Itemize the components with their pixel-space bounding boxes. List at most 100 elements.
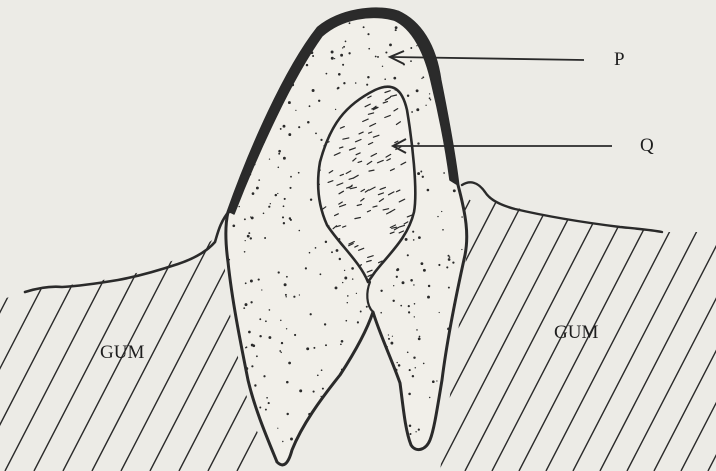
stipple-dot <box>290 176 292 178</box>
stipple-dot <box>286 381 289 384</box>
stipple-dot <box>245 282 247 284</box>
stipple-dot <box>247 24 249 26</box>
stipple-dot <box>368 48 370 50</box>
stipple-dot <box>389 44 392 47</box>
stipple-dot <box>318 100 320 102</box>
stipple-dot <box>335 409 337 411</box>
stipple-dot <box>289 18 291 20</box>
stipple-dot <box>222 457 224 459</box>
stipple-dot <box>309 252 311 254</box>
stipple-dot <box>410 47 412 49</box>
stipple-dot <box>469 314 470 315</box>
stipple-dot <box>298 172 300 174</box>
stipple-dot <box>309 105 311 107</box>
stipple-dot <box>336 407 337 408</box>
stipple-dot <box>432 380 435 383</box>
stipple-dot <box>348 52 350 54</box>
stipple-dot <box>315 247 317 249</box>
stipple-dot <box>418 236 421 239</box>
stipple-dot <box>285 294 287 296</box>
hatch-line <box>654 200 716 471</box>
stipple-dot <box>254 384 256 386</box>
stipple-dot <box>398 458 399 459</box>
stipple-dot <box>354 438 355 439</box>
stipple-dot <box>325 344 327 346</box>
stipple-dot <box>326 73 328 75</box>
stipple-dot <box>345 320 347 322</box>
stipple-dot <box>227 391 229 393</box>
stipple-dot <box>367 33 369 35</box>
stipple-dot <box>251 131 253 133</box>
stipple-dot <box>256 91 257 92</box>
stipple-dot <box>455 128 458 131</box>
stipple-dot <box>259 407 261 409</box>
stipple-dot <box>288 133 291 136</box>
stipple-dot <box>290 438 293 441</box>
stipple-dot <box>285 62 286 63</box>
stipple-dot <box>349 462 350 463</box>
stipple-dot <box>265 409 267 411</box>
stipple-dot <box>230 305 231 306</box>
stipple-dot <box>222 109 224 111</box>
stipple-dot <box>297 30 299 32</box>
stipple-dot <box>418 429 420 431</box>
stipple-dot <box>419 336 421 338</box>
stipple-dot <box>446 64 448 66</box>
stipple-dot <box>321 369 323 371</box>
stipple-dot <box>228 291 229 292</box>
stipple-dot <box>469 438 471 440</box>
stipple-dot <box>421 78 422 79</box>
stipple-dot <box>299 294 300 295</box>
hatch-line <box>0 200 58 471</box>
stipple-dot <box>283 125 286 128</box>
stipple-dot <box>228 113 230 115</box>
stipple-dot <box>251 344 254 347</box>
stipple-dot <box>248 331 251 334</box>
stipple-dot <box>347 295 349 297</box>
stipple-dot <box>221 119 224 122</box>
stipple-dot <box>232 224 235 227</box>
stipple-dot <box>408 311 410 313</box>
stipple-dot <box>232 46 235 49</box>
stipple-dot <box>307 121 310 124</box>
hatch-line <box>92 200 232 471</box>
stipple-dot <box>288 362 291 365</box>
stipple-dot <box>326 425 328 427</box>
stipple-dot <box>417 142 419 144</box>
stipple-dot <box>384 78 386 80</box>
stipple-dot <box>283 205 285 207</box>
stipple-dot <box>246 346 248 348</box>
stipple-dot <box>252 429 254 431</box>
stipple-dot <box>286 328 287 329</box>
stipple-dot <box>225 374 226 375</box>
stipple-dot <box>434 31 435 32</box>
stipple-dot <box>243 154 245 156</box>
stipple-dot <box>280 128 282 130</box>
stipple-dot <box>222 206 224 208</box>
stipple-dot <box>398 364 401 367</box>
stipple-dot <box>415 452 417 454</box>
stipple-dot <box>312 55 314 57</box>
stipple-dot <box>257 126 259 128</box>
stipple-dot <box>418 338 421 341</box>
stipple-dot <box>244 218 246 220</box>
stipple-dot <box>395 29 397 31</box>
stipple-dot <box>396 276 398 278</box>
stipple-dot <box>471 24 472 25</box>
stipple-dot <box>467 136 468 137</box>
stipple-dot <box>313 391 315 393</box>
stipple-dot <box>345 425 347 427</box>
stipple-dot <box>442 229 444 231</box>
stipple-dot <box>425 105 426 106</box>
stipple-dot <box>457 122 460 125</box>
stipple-dot <box>259 97 261 99</box>
stipple-dot <box>225 371 227 373</box>
stipple-dot <box>235 132 237 134</box>
hatch-line <box>0 200 29 471</box>
stipple-dot <box>452 262 454 264</box>
stipple-dot <box>282 216 284 218</box>
stipple-dot <box>248 88 249 89</box>
stipple-dot <box>285 296 286 297</box>
stipple-dot <box>334 463 335 464</box>
stipple-dot <box>423 269 426 272</box>
